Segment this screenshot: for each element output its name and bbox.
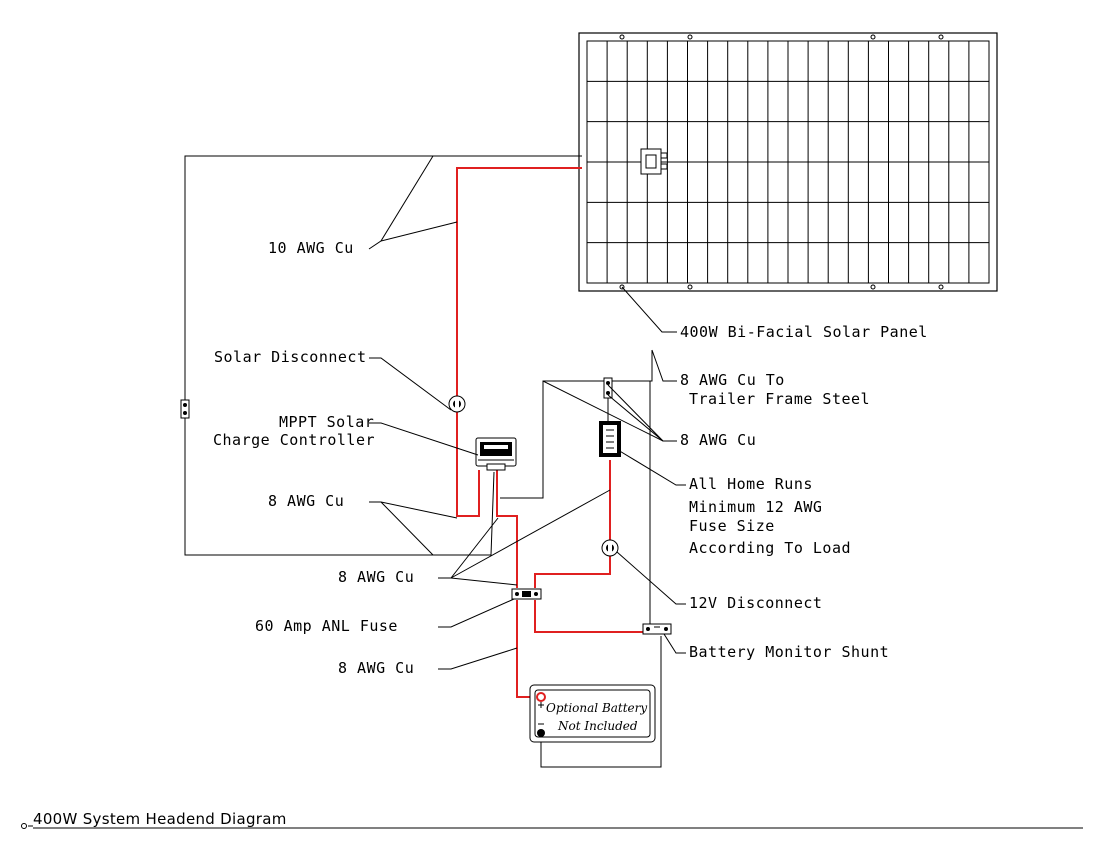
mounting-holes — [619, 34, 944, 290]
12v-disconnect-icon — [601, 539, 619, 557]
label-ground-line1: 8 AWG Cu To — [680, 371, 785, 389]
label-home-runs-line2: Minimum 12 AWG — [689, 498, 822, 516]
detail-marker-icon — [21, 823, 27, 829]
label-8awg-battery: 8 AWG Cu — [338, 659, 414, 677]
busbar-icon — [603, 377, 613, 399]
label-shunt: Battery Monitor Shunt — [689, 643, 889, 661]
label-mppt-line2: Charge Controller — [213, 431, 375, 449]
label-solar-panel: 400W Bi-Facial Solar Panel — [680, 323, 928, 341]
diagram-title-block: 400W System Headend Diagram — [21, 810, 1083, 829]
label-8awg-controller: 8 AWG Cu — [268, 492, 344, 510]
battery-label-line2: Not Included — [557, 719, 638, 733]
charge-controller-icon — [475, 437, 517, 471]
label-home-runs-line4: According To Load — [689, 539, 851, 557]
fuse-holder-icon-left — [180, 399, 190, 419]
shunt-icon — [642, 623, 672, 635]
solar-disconnect-icon — [448, 395, 466, 413]
diagram-title: 400W System Headend Diagram — [33, 810, 287, 828]
anl-fuse-icon — [511, 588, 542, 600]
label-mppt-line1: MPPT Solar — [279, 413, 374, 431]
label-12v-disconnect: 12V Disconnect — [689, 594, 822, 612]
label-8awg-busbar: 8 AWG Cu — [680, 431, 756, 449]
positive-wiring — [456, 167, 661, 698]
fuse-block-icon — [599, 421, 621, 457]
label-home-runs-line1: All Home Runs — [689, 475, 813, 493]
solar-cell-grid — [587, 41, 989, 283]
label-anl-fuse: 60 Amp ANL Fuse — [255, 617, 398, 635]
leader-lines — [368, 155, 686, 670]
label-8awg-fuse: 8 AWG Cu — [338, 568, 414, 586]
label-home-runs-line3: Fuse Size — [689, 517, 775, 535]
label-10awg: 10 AWG Cu — [268, 239, 354, 257]
solar-panel — [578, 32, 998, 292]
negative-wiring — [184, 155, 662, 768]
label-ground-line2: Trailer Frame Steel — [689, 390, 870, 408]
junction-box-icon — [640, 148, 668, 175]
label-solar-disconnect: Solar Disconnect — [214, 348, 367, 366]
battery-icon: Optional Battery Not Included — [529, 684, 656, 743]
battery-label-line1: Optional Battery — [546, 701, 647, 715]
